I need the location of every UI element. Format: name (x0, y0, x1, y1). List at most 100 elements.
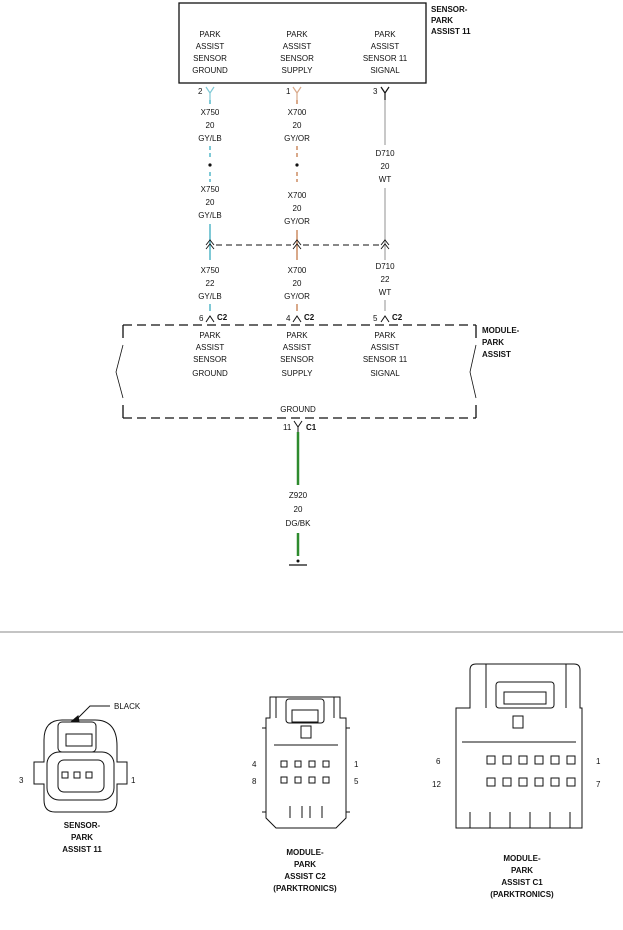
caption-line: MODULE- (286, 848, 324, 857)
pin-cavity (308, 776, 316, 784)
ground-terminal (293, 420, 303, 432)
callout-arrow (70, 715, 80, 723)
pin-cavity (502, 755, 512, 765)
pin-cavity (85, 771, 93, 779)
module-name: MODULE- PARK ASSIST (482, 326, 520, 359)
sensor-pin-number: 1 (286, 87, 291, 96)
connector-ribs (469, 812, 571, 828)
module-pin-number: 5 (373, 314, 378, 323)
connector-body (33, 719, 128, 813)
connector-latch (495, 681, 555, 709)
wire-color: WT (379, 175, 392, 184)
label-line: ASSIST (371, 42, 400, 51)
module-connector-id: C2 (304, 313, 315, 322)
label-line: PARK (286, 30, 308, 39)
terminal-symbol (205, 86, 215, 100)
inline-terminal (380, 239, 390, 250)
connector-body (265, 696, 347, 829)
wire-color: GY/OR (284, 217, 310, 226)
wire-circuit: X750 (201, 266, 220, 275)
wire-circuit: X700 (288, 108, 307, 117)
inline-terminal (205, 239, 215, 250)
wire-z920: Z920 20 DG/BK (286, 432, 311, 566)
module-name-line: MODULE- (482, 326, 520, 335)
wire-color: GY/OR (284, 134, 310, 143)
sensor-box (178, 2, 427, 84)
ground-pin-number: 11 (283, 423, 292, 432)
connector-cavity (57, 759, 105, 793)
connector-latch (57, 721, 97, 753)
pin-cavity (61, 771, 69, 779)
sensor-pin-label-supply: PARK ASSIST SENSOR SUPPLY (280, 30, 314, 75)
label-line: PARK (286, 331, 308, 340)
label-line: SIGNAL (370, 66, 400, 75)
pin-cavity (322, 760, 330, 768)
module-box (115, 324, 477, 419)
sensor-pin-label-signal: PARK ASSIST SENSOR 11 SIGNAL (363, 30, 408, 75)
c2-connector-caption: MODULE- PARK ASSIST C2 (PARKTRONICS) (273, 848, 337, 893)
module-pin-label-ground: PARK ASSIST SENSOR GROUND (192, 331, 228, 378)
terminal-symbol (380, 86, 390, 100)
label-line: GROUND (192, 66, 228, 75)
sensor-connector-caption: SENSOR- PARK ASSIST 11 (62, 821, 102, 854)
label-line: ASSIST (283, 42, 312, 51)
pin-cavity (486, 777, 496, 787)
module-name-line: ASSIST (482, 350, 511, 359)
connector-body (455, 663, 583, 829)
connector-rail (485, 664, 567, 708)
sensor-name-line: ASSIST 11 (431, 27, 471, 36)
sensor-name-line: PARK (431, 16, 453, 25)
connector-pin-number: 1 (131, 776, 136, 785)
connector-latch (285, 698, 325, 724)
wire-d710: D710 20 WT D710 22 WT (375, 100, 395, 311)
connector-pin-number: 1 (354, 760, 359, 769)
pin-cavity (294, 760, 302, 768)
caption-line: PARK (294, 860, 316, 869)
connector-pin-number: 12 (432, 780, 441, 789)
connector-tabs (262, 727, 350, 813)
sensor-pin-label-ground: PARK ASSIST SENSOR GROUND (192, 30, 228, 75)
label-line: PARK (374, 30, 396, 39)
module-pin-label-supply: PARK ASSIST SENSOR SUPPLY (280, 331, 314, 378)
connector-pin-number: 4 (252, 760, 257, 769)
pin-cavity (502, 777, 512, 787)
sensor-pin-number: 2 (198, 87, 203, 96)
label-line: PARK (199, 30, 221, 39)
module-pins (205, 315, 390, 323)
wire-gauge: 22 (381, 275, 390, 284)
inline-terminal (292, 239, 302, 250)
caption-line: ASSIST C2 (284, 872, 326, 881)
label-line: PARK (199, 331, 221, 340)
wire-color: WT (379, 288, 392, 297)
connector-latch-inner (65, 733, 93, 747)
callout-leader (74, 705, 110, 722)
module-connector-id: C2 (217, 313, 228, 322)
wire-gauge: 20 (293, 121, 302, 130)
wire-color: GY/LB (198, 211, 222, 220)
sensor-name: SENSOR- PARK ASSIST 11 (431, 5, 471, 36)
wire-gauge: 20 (381, 162, 390, 171)
pin-cavity (73, 771, 81, 779)
connector-key (512, 715, 524, 729)
splice-dot (208, 163, 212, 167)
module-pin-number: 6 (199, 314, 204, 323)
inline-connector (205, 239, 390, 250)
pin-cavity (280, 760, 288, 768)
wire-color: GY/LB (198, 292, 222, 301)
wire-gauge: 22 (206, 279, 215, 288)
wire-circuit: X750 (201, 185, 220, 194)
connector-latch-inner (291, 709, 319, 723)
connector-pin-number: 1 (596, 757, 601, 766)
connector-rail (275, 697, 335, 718)
wire-gauge: 20 (294, 505, 303, 514)
connector-pin-number: 7 (596, 780, 601, 789)
label-line: PARK (374, 331, 396, 340)
label-line: SUPPLY (282, 369, 314, 378)
label-line: SENSOR 11 (363, 54, 408, 63)
wire-circuit: D710 (375, 149, 395, 158)
module-ground-label: GROUND (280, 405, 316, 414)
label-line: ASSIST (371, 343, 400, 352)
pin-cavity (566, 777, 576, 787)
label-line: ASSIST (196, 343, 225, 352)
